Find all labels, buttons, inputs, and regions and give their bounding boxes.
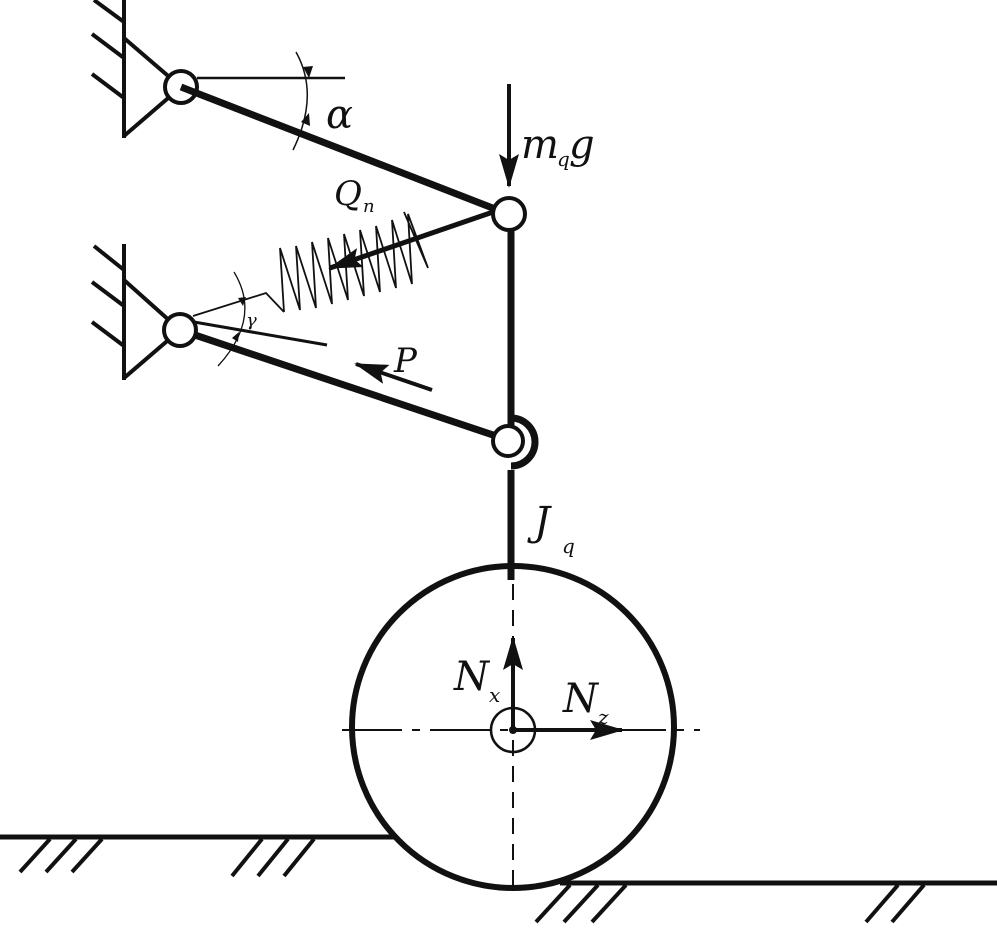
upper-wall-hatch-2	[90, 32, 126, 60]
upper-wall-hatch-1	[92, 0, 126, 24]
ground	[0, 834, 997, 924]
spring-force-label-Q: Q	[334, 174, 362, 214]
ground-hatch-11	[890, 883, 926, 924]
force-P-arrow	[354, 362, 433, 392]
lower-wall-hatch-3	[90, 320, 126, 348]
upper-ball-joint	[491, 196, 527, 232]
ground-hatch-3	[70, 837, 104, 874]
normal-force-x-subscript: x	[489, 683, 500, 707]
lower-pivot-joint	[162, 312, 198, 348]
alpha-angle-arc	[292, 51, 309, 151]
ground-hatch-6	[282, 837, 316, 878]
alpha-arc-arrow-bottom	[301, 113, 310, 126]
spring-lead-line	[192, 291, 285, 317]
ground-hatch-9	[590, 883, 628, 924]
normal-force-N-label-2: N	[562, 676, 600, 722]
suspension-spring	[192, 211, 429, 317]
inertia-label-J: J	[527, 499, 552, 545]
upper-fixed-support	[90, 0, 199, 138]
lower-ball-joint	[491, 424, 525, 458]
gamma-arc-arrow-top	[238, 297, 246, 306]
spring-force-label-n: n	[363, 196, 375, 217]
mass-label-m: m	[521, 122, 559, 168]
ground-hatch-4	[230, 837, 264, 878]
gamma-reference-line	[193, 320, 328, 347]
upper-control-arm	[179, 83, 510, 218]
ground-hatch-1	[18, 837, 52, 874]
revolute-joint-hook	[510, 414, 539, 470]
gamma-label: γ	[246, 310, 257, 331]
force-P-label: P	[393, 341, 418, 381]
lower-fixed-support	[90, 244, 184, 380]
mass-label-q: q	[557, 147, 570, 171]
ground-hatch-5	[256, 837, 290, 878]
normal-force-z-subscript: z	[597, 705, 609, 729]
ground-hatch-8	[562, 883, 600, 924]
lower-control-arm	[178, 326, 510, 444]
gamma-arc-arrow-bottom	[232, 332, 239, 342]
lower-wall-hatch-2	[90, 280, 126, 308]
ground-hatch-7	[534, 883, 572, 924]
gamma-angle-arc	[217, 271, 246, 367]
mass-label-g: g	[569, 122, 595, 168]
normal-force-N-label-1: N	[453, 654, 491, 700]
upper-wall-hatch-3	[90, 72, 126, 100]
spring-force-arrow	[328, 209, 494, 271]
lower-wall-hatch-1	[92, 244, 126, 272]
alpha-label: α	[326, 92, 353, 138]
ground-hatch-10	[864, 883, 900, 924]
ground-hatch-2	[44, 837, 78, 874]
inertia-label-q: q	[562, 534, 575, 558]
alpha-arc-arrow-top	[303, 66, 313, 78]
lower-revolute-joint	[491, 414, 539, 470]
wheel	[349, 563, 677, 891]
